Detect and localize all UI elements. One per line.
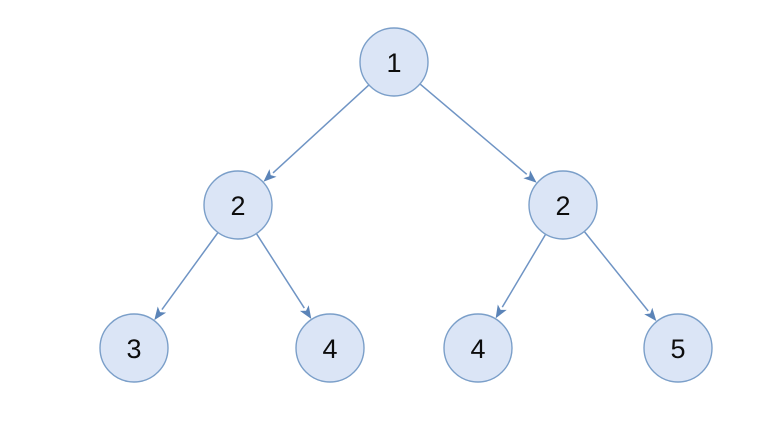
tree-edge-2-to-3	[161, 232, 219, 311]
tree-edge-1-to-2	[272, 84, 370, 174]
arrowhead-icon	[644, 307, 657, 322]
nodes-layer: 1 2 2 3 4 4 5	[99, 27, 713, 383]
node-circle[interactable]	[203, 170, 273, 240]
tree-node-n3[interactable]: 2	[528, 170, 598, 240]
node-label: 2	[555, 191, 570, 221]
arrowhead-icon	[495, 304, 507, 319]
node-label: 5	[670, 334, 685, 364]
tree-node-n4[interactable]: 3	[99, 313, 169, 383]
arrowhead-icon	[263, 169, 277, 182]
node-label: 3	[126, 334, 141, 364]
node-circle[interactable]	[643, 313, 713, 383]
tree-node-n1[interactable]: 1	[359, 27, 429, 97]
node-circle[interactable]	[528, 170, 598, 240]
node-label: 2	[230, 191, 245, 221]
tree-node-n2[interactable]: 2	[203, 170, 273, 240]
node-label: 4	[470, 334, 485, 364]
tree-node-n6[interactable]: 4	[443, 313, 513, 383]
arrowhead-icon	[523, 170, 537, 183]
tree-edge-2-to-5	[583, 231, 649, 312]
tree-node-n7[interactable]: 5	[643, 313, 713, 383]
tree-edge-2-to-4	[255, 233, 305, 309]
node-circle[interactable]	[443, 313, 513, 383]
tree-edge-1-to-2	[419, 83, 528, 175]
edges-layer	[154, 83, 657, 322]
node-label: 4	[322, 334, 337, 364]
arrowhead-icon	[299, 305, 312, 319]
arrowhead-icon	[154, 306, 167, 321]
tree-node-n5[interactable]: 4	[295, 313, 365, 383]
node-circle[interactable]	[295, 313, 365, 383]
node-circle[interactable]	[359, 27, 429, 97]
node-label: 1	[386, 48, 401, 78]
tree-edge-2-to-4	[501, 233, 547, 308]
node-circle[interactable]	[99, 313, 169, 383]
